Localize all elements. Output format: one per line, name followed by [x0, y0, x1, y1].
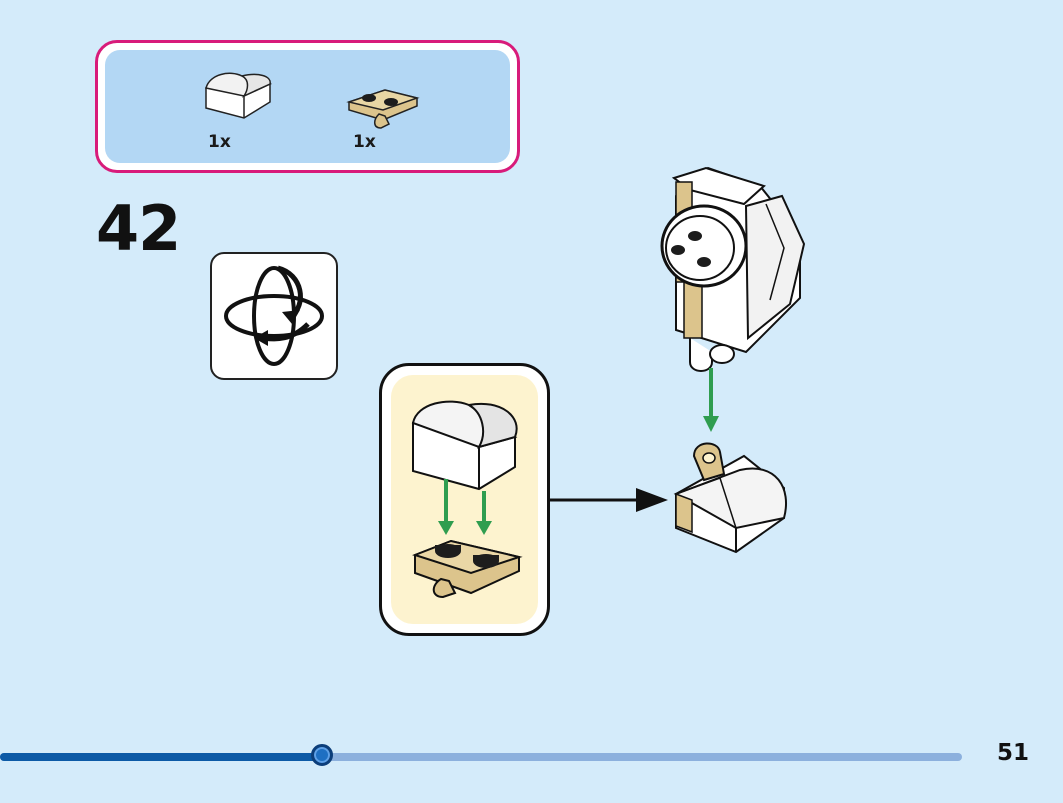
parts-list-item-clip-plate: 1x: [345, 50, 445, 170]
sub-tan-plate-icon: [412, 539, 523, 599]
progress-fill: [0, 753, 322, 761]
parts-qty-curved-brick: 1x: [208, 132, 231, 152]
step-number: 42: [96, 192, 181, 265]
tan-plate-with-clip-icon: [346, 89, 420, 129]
rotate-model-indicator: [210, 252, 338, 380]
progress-track: [0, 753, 962, 761]
sub-assembly-callout: [379, 363, 550, 636]
sub-assembly-illustration: [411, 400, 523, 599]
sub-curved-brick-icon: [411, 400, 518, 491]
white-curved-slope-brick-icon: [205, 72, 273, 119]
robot-head-model-icon: [660, 166, 806, 372]
progress-knob: [311, 744, 333, 766]
page-number: 51: [997, 740, 1030, 766]
parts-list-callout: 1x 1x: [95, 40, 520, 173]
rotate-model-icon: [224, 265, 324, 366]
parts-list-item-curved-brick: 1x: [200, 50, 300, 170]
green-down-arrow-main: [703, 368, 719, 432]
green-down-arrows: [438, 479, 492, 535]
sub-assembly-panel: [391, 375, 538, 624]
parts-qty-clip-plate: 1x: [353, 132, 376, 152]
combined-sub-assembly-icon: [673, 442, 787, 554]
parts-list-panel: 1x 1x: [105, 50, 510, 163]
